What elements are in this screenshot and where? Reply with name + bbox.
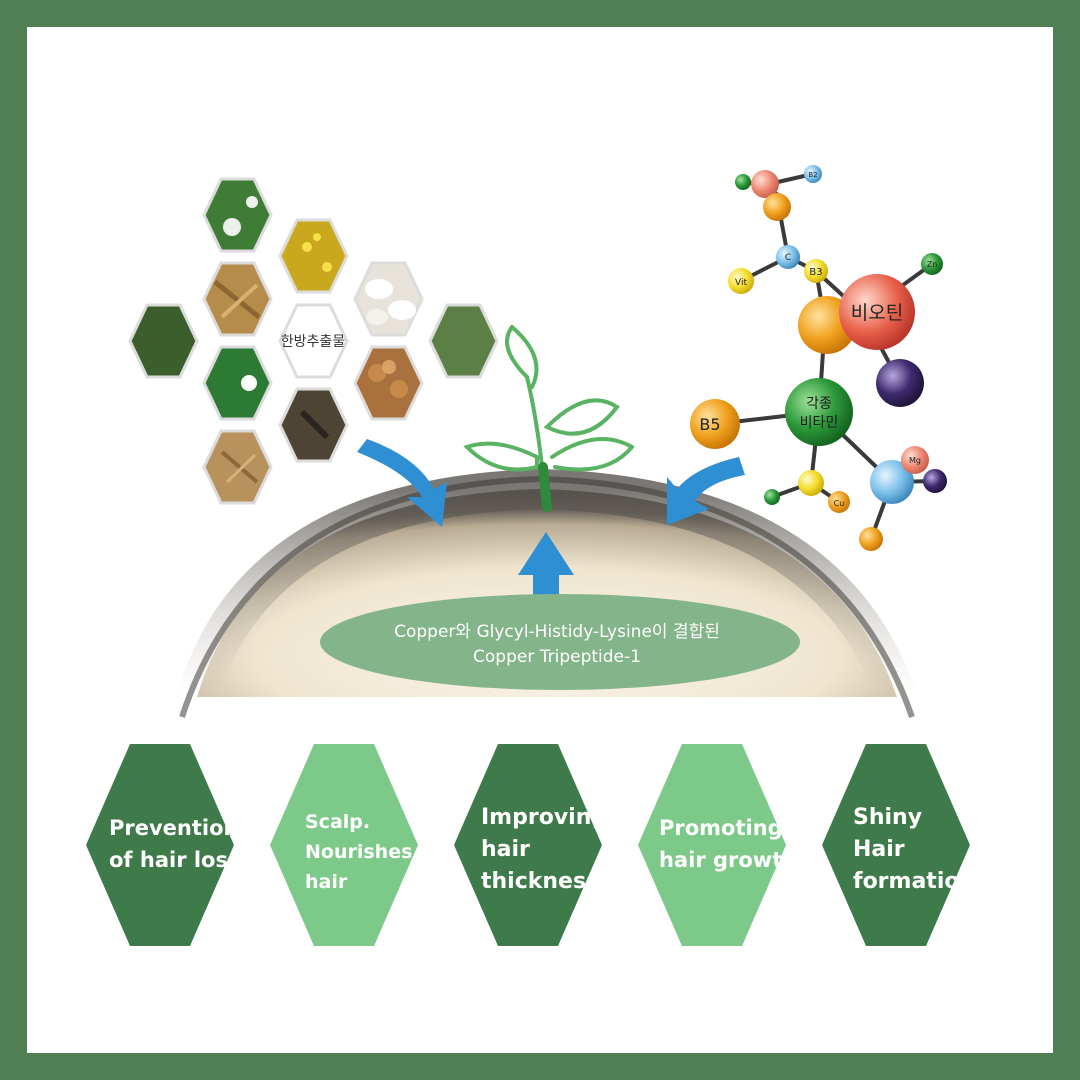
benefit-hexagons — [86, 744, 970, 946]
atom-salmon — [751, 170, 779, 198]
b2-label: B2 — [808, 171, 817, 179]
benefit-hex-4 — [638, 744, 786, 946]
atom-vit — [728, 268, 754, 294]
atom-b5 — [690, 399, 740, 449]
atom-c — [776, 245, 800, 269]
arrow-right-icon — [667, 457, 745, 525]
arrow-up-icon — [518, 532, 574, 602]
caption-line-1: Copper와 Glycyl-Histidy-Lysine이 결합된 — [394, 622, 720, 642]
herb-hex-white-flower — [202, 345, 273, 421]
atom-b2 — [804, 165, 822, 183]
caption-ellipse — [320, 594, 800, 690]
caption-line-2: Copper Tripeptide-1 — [473, 647, 641, 667]
atom-various-vitamins — [785, 378, 853, 446]
atom-blue-large — [870, 460, 914, 504]
herb-hex-center — [278, 303, 349, 379]
atom-purple — [876, 359, 924, 407]
b5-label: B5 — [699, 415, 720, 434]
herb-hex-flowers — [278, 218, 349, 294]
benefit-label-shiny: Shiny Hair formation — [853, 805, 976, 894]
atom-green-lower — [764, 489, 780, 505]
benefit-hex-1 — [86, 744, 234, 946]
sprout-icon — [463, 325, 634, 499]
herb-hex-clover — [202, 177, 273, 253]
benefit-hex-3 — [454, 744, 602, 946]
atom-orange-bottom — [859, 527, 883, 551]
atom-purple-small — [923, 469, 947, 493]
benefit-label-prevention: Prevention of hair loss — [109, 816, 241, 872]
atom-biotin — [839, 274, 915, 350]
zn-label: Zn — [927, 260, 938, 269]
herb-hex-nuts — [353, 345, 424, 421]
sprout-stem — [538, 462, 552, 512]
herb-hex-leaves — [128, 303, 199, 379]
atom-zn — [921, 253, 943, 275]
b3-label: B3 — [809, 267, 822, 278]
benefit-hex-2 — [270, 744, 418, 946]
herb-hex-pine — [428, 303, 499, 379]
various-vitamins-label-2: 비타민 — [800, 415, 839, 431]
cu-label: Cu — [834, 499, 845, 508]
c-label: C — [785, 253, 791, 263]
benefit-label-scalp: Scalp. Nourishes hair — [305, 811, 413, 893]
herb-details — [213, 196, 416, 484]
image-frame: 한방추출물 — [27, 27, 1053, 1053]
vit-label: Vit — [735, 278, 747, 288]
atom-green-small — [735, 174, 751, 190]
herb-hex-cocoons — [353, 261, 424, 337]
atom-mg — [901, 446, 929, 474]
molecule-labels: 비오틴 각종 비타민 B5 B2 B3 C Vit Zn Mg Cu — [699, 171, 937, 508]
atom-yellow-lower — [798, 470, 824, 496]
mg-label: Mg — [909, 456, 921, 465]
benefit-label-thickness: Improving hair thickness — [481, 805, 608, 894]
arrow-left-icon — [357, 439, 447, 527]
vitamin-molecule — [690, 165, 947, 551]
atom-cu — [828, 491, 850, 513]
benefit-label-growth: Promoting hair growth — [659, 816, 798, 872]
biotin-label: 비오틴 — [851, 302, 903, 324]
illustration: 한방추출물 — [86, 165, 970, 946]
benefit-hex-5 — [822, 744, 970, 946]
herbal-hub-label: 한방추출물 — [281, 334, 346, 350]
various-vitamins-label-1: 각종 — [806, 396, 832, 412]
atom-b3 — [804, 259, 828, 283]
atom-orange-top — [763, 193, 791, 221]
center-caption: Copper와 Glycyl-Histidy-Lysine이 결합된 Coppe… — [317, 620, 797, 670]
